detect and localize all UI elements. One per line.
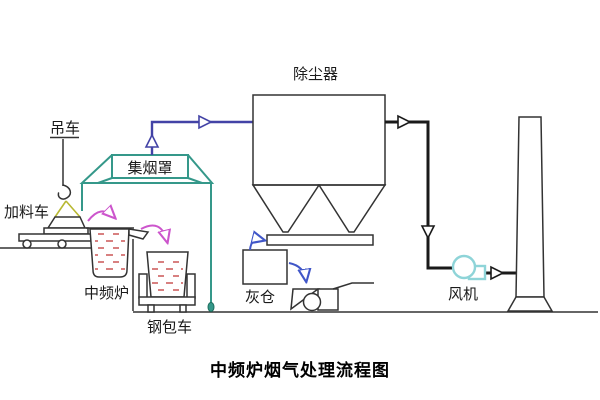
crane-label: 吊车 xyxy=(49,119,80,137)
crane-icon xyxy=(50,136,79,200)
furnace-spout xyxy=(128,228,150,240)
flue-duct-blue xyxy=(144,114,253,155)
ladle-car-icon xyxy=(138,251,196,313)
dust-collector-icon xyxy=(251,94,387,246)
smoke-hood-icon xyxy=(79,154,215,312)
material-flow-arrows xyxy=(87,211,167,241)
furnace-icon xyxy=(86,227,150,311)
diagram-title: 中频炉烟气处理流程图 xyxy=(210,361,390,381)
smoke-hood-label: 集烟罩 xyxy=(127,159,173,177)
ash-bin-icon xyxy=(242,249,288,285)
feeding-car-label: 加料车 xyxy=(4,203,50,221)
ash-cart-icon xyxy=(290,282,374,312)
fan-icon xyxy=(451,254,487,281)
fan-label: 风机 xyxy=(448,285,479,303)
ash-bin-label: 灰仓 xyxy=(245,288,276,306)
ladle-car-label: 钢包车 xyxy=(147,318,193,336)
chimney-icon xyxy=(506,116,554,312)
dust-collector-label: 除尘器 xyxy=(293,65,339,83)
flue-pipe-black xyxy=(385,114,517,281)
furnace-label: 中频炉 xyxy=(84,284,130,302)
ground-line xyxy=(0,247,598,313)
ash-conveyor xyxy=(266,234,374,246)
ash-flow-arrows xyxy=(249,239,306,280)
